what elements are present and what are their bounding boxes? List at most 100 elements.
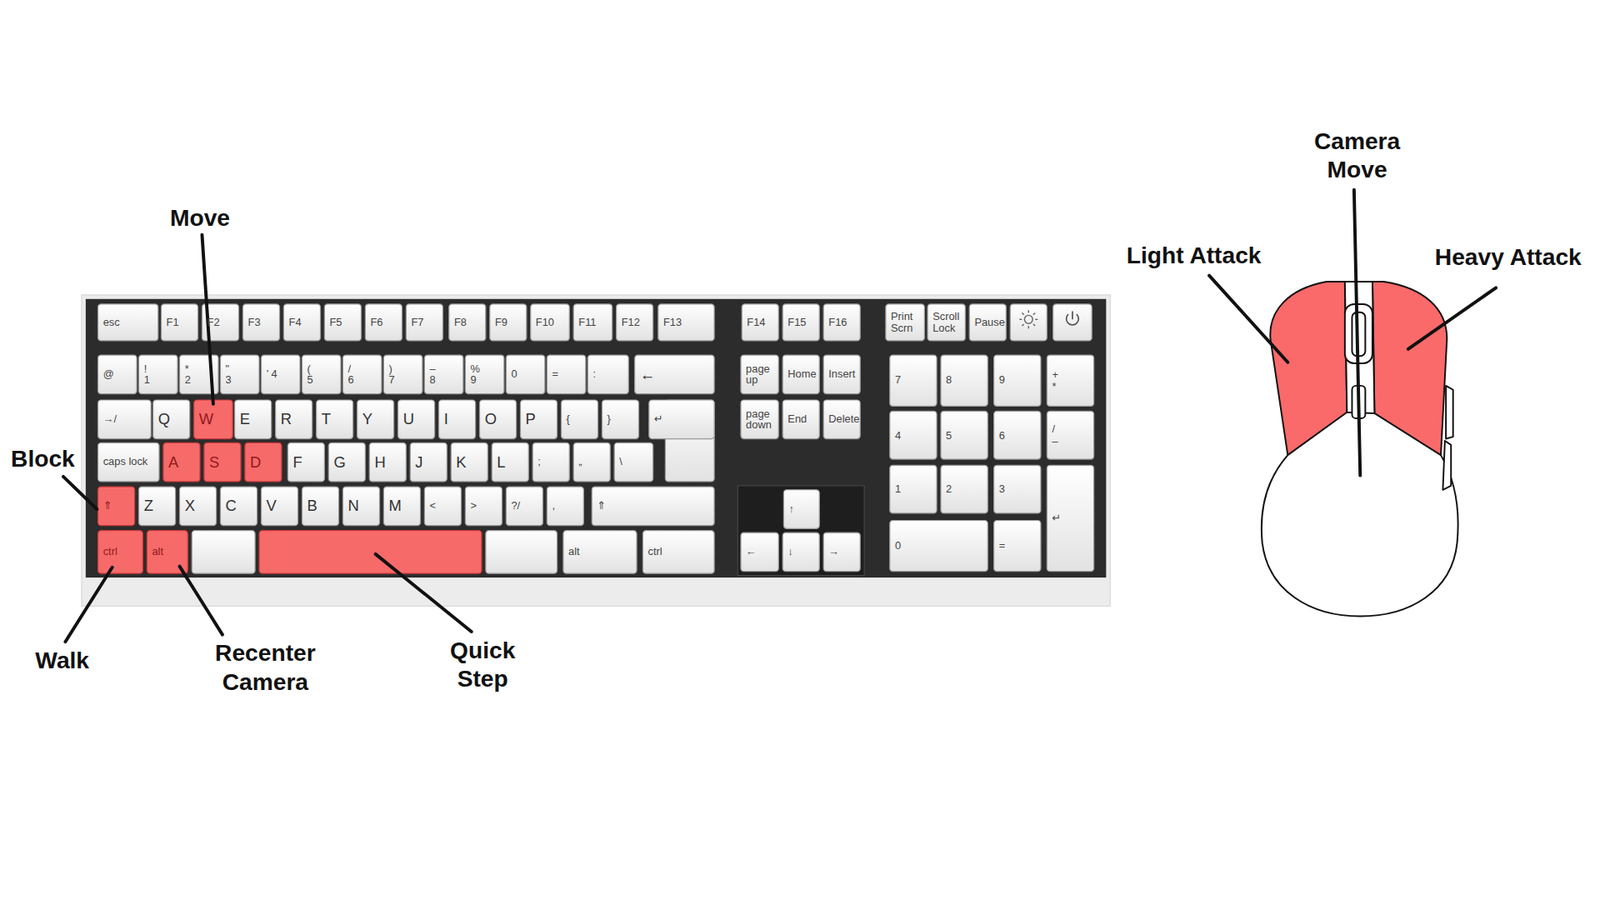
key-label: J — [415, 442, 445, 482]
key-cap — [410, 442, 447, 482]
key-label: = — [999, 520, 1040, 571]
key-label: S — [209, 442, 240, 482]
key-label: / 6 — [348, 355, 360, 395]
key-label: 0 — [510, 355, 543, 395]
key-label: Insert — [828, 355, 859, 395]
key-label: W — [199, 400, 231, 440]
key-label: F8 — [454, 304, 485, 341]
key-cap — [480, 400, 517, 440]
key-label: D — [250, 442, 280, 482]
key-cap — [823, 304, 860, 341]
key-label: ?/ — [510, 486, 541, 526]
key-label: 3 — [999, 465, 1040, 514]
key-cap — [465, 355, 505, 395]
key-label: F9 — [495, 304, 525, 341]
key-cap — [614, 442, 654, 482]
key-label: 4 — [895, 410, 935, 460]
key-label: F15 — [787, 304, 818, 341]
key-label: : — [592, 355, 626, 395]
key-cap — [180, 486, 217, 526]
key-label: Y — [362, 400, 393, 440]
key-cap — [940, 465, 988, 514]
key-label: F7 — [410, 304, 441, 341]
key-label: Print Scrn — [890, 304, 923, 341]
key-label: M — [389, 486, 420, 526]
key-label: esc — [103, 304, 157, 341]
key-label: F4 — [289, 304, 320, 341]
highlighted-key — [163, 442, 200, 482]
key-label: < — [430, 486, 460, 526]
key-cap — [220, 486, 257, 526]
key-label: caps lock — [103, 442, 158, 482]
key-label: Scroll Lock — [932, 304, 964, 341]
key-label: 2 — [945, 465, 986, 514]
key-label: ↓ — [787, 532, 818, 572]
key-cap — [740, 400, 779, 440]
key-cap — [890, 520, 989, 571]
callout-label: Camera Move — [1294, 126, 1421, 185]
key-label: \ — [619, 442, 651, 482]
key-label: F12 — [621, 304, 652, 341]
key-label: , — [551, 486, 582, 526]
key-label: F11 — [578, 304, 610, 341]
key-cap — [235, 400, 272, 440]
key-cap — [782, 355, 820, 395]
power-icon — [1066, 310, 1080, 325]
highlighted-key — [98, 486, 135, 526]
key-label: L — [496, 442, 527, 482]
key-label: R — [280, 400, 311, 440]
key-cap — [573, 442, 610, 482]
key-label: F3 — [248, 304, 279, 341]
key-cap — [520, 400, 557, 440]
key-label: Z — [144, 486, 175, 526]
key-cap — [191, 530, 255, 574]
key-cap — [287, 442, 325, 482]
key-label: ; — [537, 442, 568, 482]
key-label: U — [403, 400, 434, 440]
key-label: ← — [745, 532, 777, 572]
key-cap — [782, 532, 820, 572]
key-label: T — [321, 400, 352, 440]
key-label: 9 — [999, 355, 1040, 406]
key-cap — [491, 442, 529, 482]
highlighted-key — [194, 400, 234, 440]
key-label: F — [292, 442, 323, 482]
key-cap — [342, 486, 380, 526]
key-label: Delete — [828, 400, 859, 440]
key-cap — [490, 304, 527, 341]
key-cap — [994, 520, 1041, 571]
key-cap — [783, 490, 820, 530]
key-label: alt — [151, 530, 185, 574]
key-label: page up — [745, 355, 777, 395]
key-label: % 9 — [470, 355, 481, 395]
key-cap — [823, 400, 860, 440]
key-label: P — [525, 400, 556, 440]
key-label: B — [307, 486, 338, 526]
key-cap — [139, 355, 179, 395]
key-label: 0 — [895, 520, 986, 571]
key-cap — [969, 304, 1006, 341]
key-cap — [160, 304, 198, 341]
key-label: F16 — [828, 304, 859, 341]
key-label: ⇑ — [103, 486, 134, 526]
key-cap — [823, 532, 860, 572]
key-label: ) 7 — [389, 355, 400, 395]
key-cap — [260, 486, 298, 526]
highlighted-key — [204, 442, 241, 482]
key-label: F6 — [370, 304, 400, 341]
key-cap — [591, 486, 715, 526]
key-label: E — [240, 400, 270, 440]
key-cap — [994, 465, 1041, 514]
key-cap — [505, 486, 543, 526]
key-label: „ — [578, 442, 609, 482]
key-cap — [324, 304, 361, 341]
key-label: * 2 — [185, 355, 196, 395]
key-cap — [601, 400, 639, 440]
highlighted-key — [98, 530, 144, 574]
callout-label: Quick Step — [435, 635, 530, 694]
key-label: ( 5 — [307, 355, 319, 395]
key-group — [98, 304, 1095, 574]
key-cap — [405, 304, 443, 341]
key-label: F14 — [746, 304, 777, 341]
